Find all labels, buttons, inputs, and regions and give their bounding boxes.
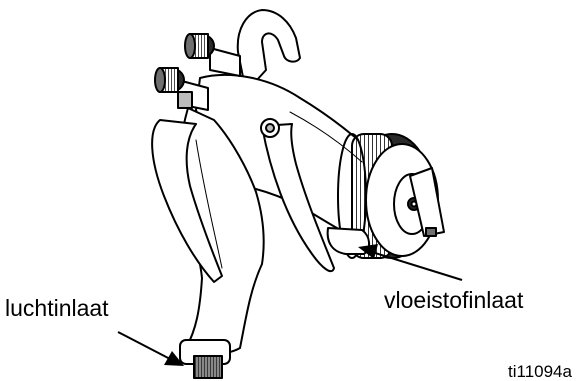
air-inlet-label: luchtinlaat <box>5 297 109 320</box>
fluid-adjust-nut <box>178 92 192 108</box>
fan-adjust-knob <box>185 34 214 58</box>
air-cap <box>366 144 444 256</box>
fluid-adjust-knob <box>155 68 184 92</box>
air-inlet-arrow <box>118 332 172 360</box>
figure-id: ti11094a <box>508 363 572 380</box>
fluid-inlet-label: vloeistofinlaat <box>384 289 523 312</box>
air-inlet-fitting <box>180 340 230 378</box>
spray-gun <box>152 10 444 378</box>
fan-adjust-stem <box>210 48 240 76</box>
fluid-inlet-arrow <box>372 252 462 280</box>
